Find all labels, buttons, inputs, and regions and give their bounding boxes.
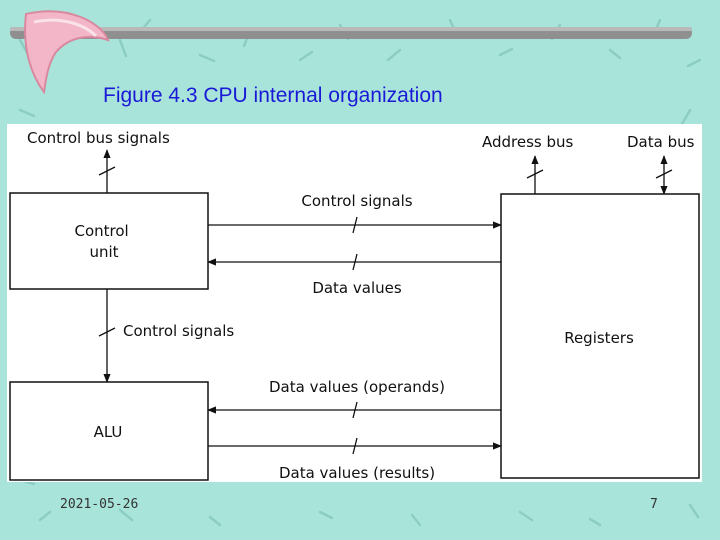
data-bus-slash bbox=[655, 169, 673, 179]
data-bus-label: Data bus bbox=[627, 133, 695, 151]
control-bus-slash bbox=[98, 166, 116, 176]
address-bus-label: Address bus bbox=[482, 133, 574, 151]
diagram-panel bbox=[7, 124, 702, 482]
registers-to-alu-label: Data values (operands) bbox=[269, 378, 445, 396]
swoosh-logo bbox=[24, 10, 110, 95]
cu-to-alu-slash bbox=[98, 327, 116, 337]
alu-to-registers-slash bbox=[352, 437, 358, 455]
registers-block bbox=[500, 193, 700, 479]
registers-to-cu-label: Data values bbox=[312, 279, 402, 297]
control-bus-label: Control bus signals bbox=[27, 129, 170, 147]
alu-label: ALU bbox=[94, 423, 123, 441]
slide-date: 2021-05-26 bbox=[60, 497, 139, 512]
control-unit-label: Control unit bbox=[74, 222, 133, 261]
alu-to-registers-label: Data values (results) bbox=[279, 464, 435, 482]
registers-to-cu-slash bbox=[352, 253, 358, 271]
cu-to-registers-slash bbox=[352, 216, 358, 234]
cu-to-alu-label: Control signals bbox=[123, 322, 234, 340]
control-unit-block bbox=[9, 192, 209, 290]
header-bar-highlight bbox=[10, 27, 692, 31]
address-bus-slash bbox=[526, 169, 544, 179]
registers-to-alu-slash bbox=[352, 401, 358, 419]
cpu-organization-diagram: Control unit ALU Registers Control bus s… bbox=[7, 124, 702, 482]
slide-title: Figure 4.3 CPU internal organization bbox=[103, 84, 443, 107]
control-unit-label-line-2: unit bbox=[89, 243, 118, 261]
cu-to-registers-label: Control signals bbox=[301, 192, 412, 210]
registers-label: Registers bbox=[564, 329, 634, 347]
slide-page-number: 7 bbox=[650, 497, 658, 512]
control-unit-label-line-1: Control bbox=[74, 222, 128, 240]
